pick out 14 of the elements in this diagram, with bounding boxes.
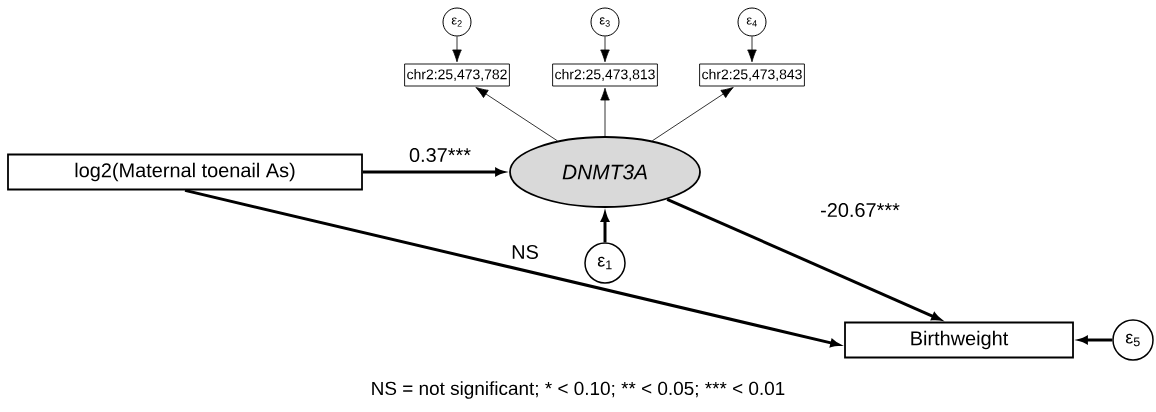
edge-label: -20.67***	[821, 202, 900, 218]
edge-label: 0.37***	[409, 147, 471, 163]
arrow	[600, 36, 610, 63]
arrow	[651, 87, 734, 142]
variable-box: Birthweight	[844, 321, 1074, 359]
arrow	[452, 36, 462, 63]
arrow	[600, 87, 610, 137]
caption: NS = not significant; * < 0.10; ** < 0.05; *** < 0.01	[372, 381, 785, 399]
variable-box: chr2:25,473,813	[552, 63, 658, 87]
variable-box: log2(Maternal toenail As)	[7, 153, 363, 191]
arrow	[747, 36, 757, 63]
arrow	[475, 87, 558, 142]
variable-box: chr2:25,473,843	[699, 63, 805, 87]
variable-box: chr2:25,473,782	[404, 63, 510, 87]
